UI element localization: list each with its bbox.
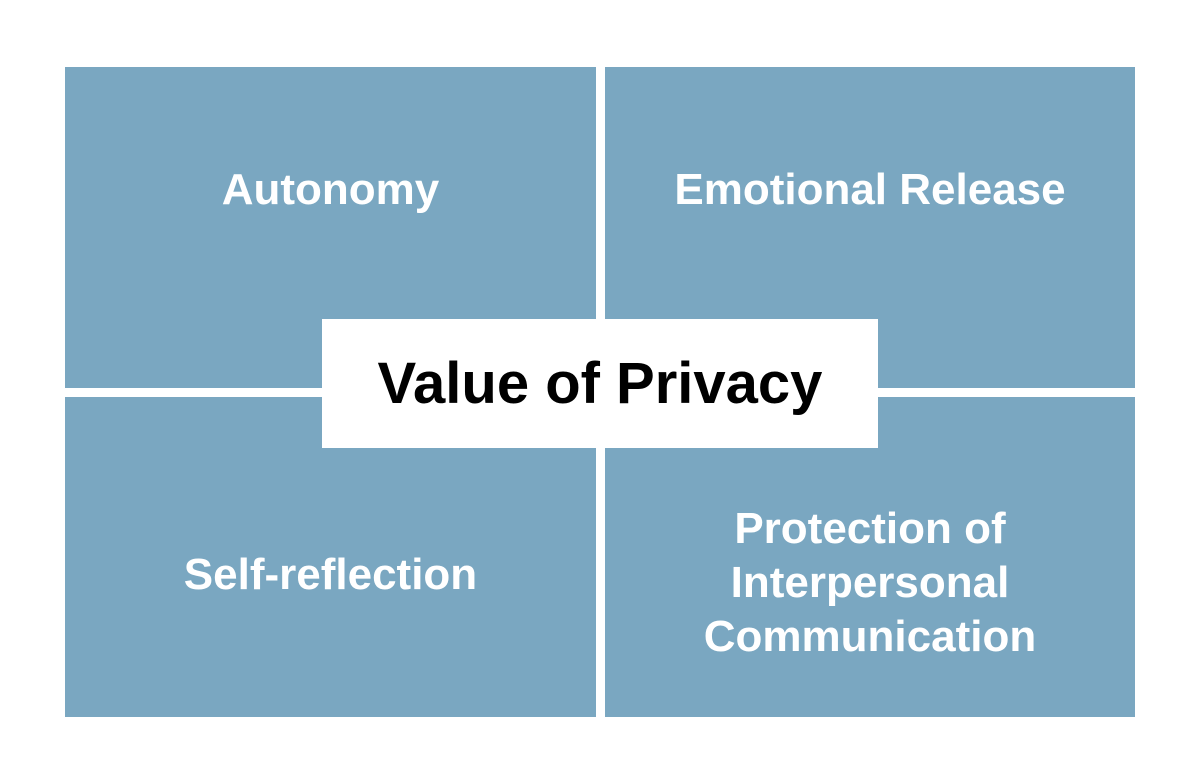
quadrant-self-reflection: Self-reflection [65,397,596,717]
center-title: Value of Privacy [377,350,823,416]
quadrant-label: Autonomy [221,164,440,214]
center-title-box: Value of Privacy [322,319,878,448]
quadrant-label: Protection of Interpersonal Communicatio… [703,504,1037,661]
quadrant-interpersonal-communication: Protection of Interpersonal Communicatio… [605,397,1135,717]
quadrant-label: Emotional Release [674,164,1066,214]
quadrant-label: Self-reflection [183,550,478,599]
